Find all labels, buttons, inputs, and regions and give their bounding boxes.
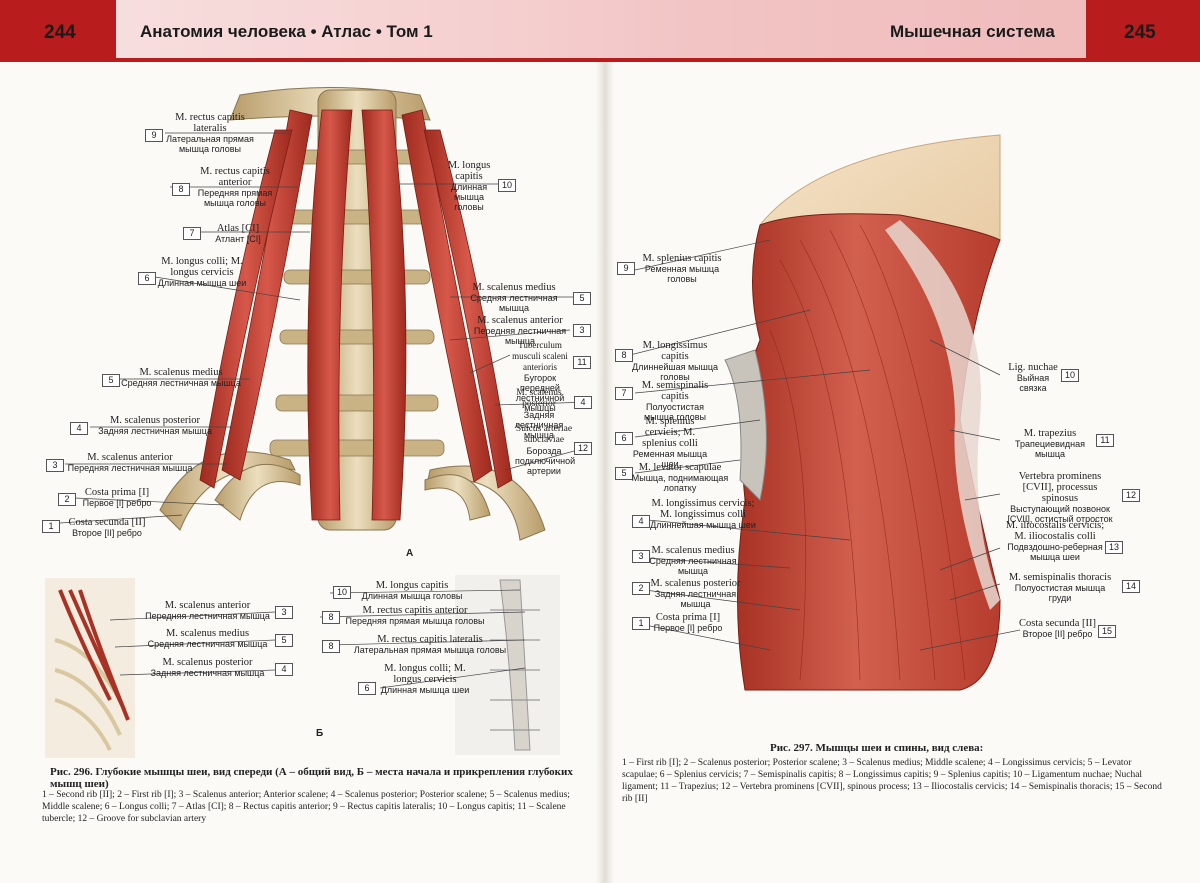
leader-lines xyxy=(59,132,1021,689)
caption-figure-296: Рис. 296. Глубокие мышцы шеи, вид сперед… xyxy=(50,766,573,790)
label-number: 3 xyxy=(275,606,293,619)
header-band xyxy=(116,0,1086,58)
label-number: 4 xyxy=(275,663,293,676)
label-number: 13 xyxy=(1105,541,1123,554)
label-longissimus-cervicis: M. longissimus cervicis; M. longissimus … xyxy=(650,498,756,530)
figure-letter-a: А xyxy=(406,548,414,559)
label-number: 11 xyxy=(1096,434,1114,447)
page-header: 244 Анатомия человека • Атлас • Том 1 Мы… xyxy=(0,0,1200,62)
label-number: 5 xyxy=(275,634,293,647)
label-number: 9 xyxy=(145,129,163,142)
label-number: 12 xyxy=(1122,489,1140,502)
figure-letter-b: Б xyxy=(316,728,324,739)
label-costa-prima: Costa prima [I]Первое [I] ребро xyxy=(82,487,152,508)
label-number: 15 xyxy=(1098,625,1116,638)
label-costa-secunda-297: Costa secunda [II]Второе [II] ребро xyxy=(1019,618,1096,639)
figure-296a-drawing xyxy=(159,87,546,541)
label-number: 5 xyxy=(102,374,120,387)
label-number: 3 xyxy=(632,550,650,563)
label-number: 14 xyxy=(1122,580,1140,593)
label-atlas: Atlas [CI]Атлант [CI] xyxy=(215,223,261,244)
label-number: 4 xyxy=(70,422,88,435)
label-number: 2 xyxy=(632,582,650,595)
label-number: 1 xyxy=(42,520,60,533)
label-number: 7 xyxy=(615,387,633,400)
label-number: 10 xyxy=(498,179,516,192)
book-gutter xyxy=(596,62,614,883)
label-number: 6 xyxy=(615,432,633,445)
label-number: 6 xyxy=(358,682,376,695)
label-number: 10 xyxy=(333,586,351,599)
label-number: 7 xyxy=(183,227,201,240)
label-number: 10 xyxy=(1061,369,1079,382)
label-number: 12 xyxy=(574,442,592,455)
legend-figure-297: 1 – First rib [I]; 2 – Scalenus posterio… xyxy=(622,758,1162,804)
label-number: 5 xyxy=(573,292,591,305)
label-number: 11 xyxy=(573,356,591,369)
label-number: 4 xyxy=(574,396,592,409)
label-number: 8 xyxy=(172,183,190,196)
label-number: 3 xyxy=(46,459,64,472)
label-number: 8 xyxy=(322,640,340,653)
right-page-number: 245 xyxy=(1124,22,1156,43)
figure-297-drawing xyxy=(724,134,1001,691)
label-number: 4 xyxy=(632,515,650,528)
label-number: 8 xyxy=(615,349,633,362)
label-number: 5 xyxy=(615,467,633,480)
label-vertebra-prominens: Vertebra prominens [CVII], processus spi… xyxy=(1007,471,1113,524)
label-costa-prima-297: Costa prima [I]Первое [I] ребро xyxy=(653,612,723,633)
label-iliocostalis-cervicis: M. iliocostalis cervicis; M. iliocostali… xyxy=(1005,520,1105,562)
label-number: 3 xyxy=(573,324,591,337)
right-running-title: Мышечная система xyxy=(890,22,1055,41)
caption-figure-297: Рис. 297. Мышцы шеи и спины, вид слева: xyxy=(770,742,984,754)
label-number: 9 xyxy=(617,262,635,275)
label-costa-secunda: Costa secunda [II]Второе [II] ребро xyxy=(68,517,146,538)
legend-figure-296: 1 – Second rib [II]; 2 – First rib [I]; … xyxy=(42,790,570,824)
left-page-number: 244 xyxy=(44,22,76,43)
label-number: 1 xyxy=(632,617,650,630)
left-running-title: Анатомия человека • Атлас • Том 1 xyxy=(140,22,433,41)
figure-296b-drawing xyxy=(45,575,560,758)
label-number: 8 xyxy=(322,611,340,624)
label-number: 6 xyxy=(138,272,156,285)
label-number: 2 xyxy=(58,493,76,506)
